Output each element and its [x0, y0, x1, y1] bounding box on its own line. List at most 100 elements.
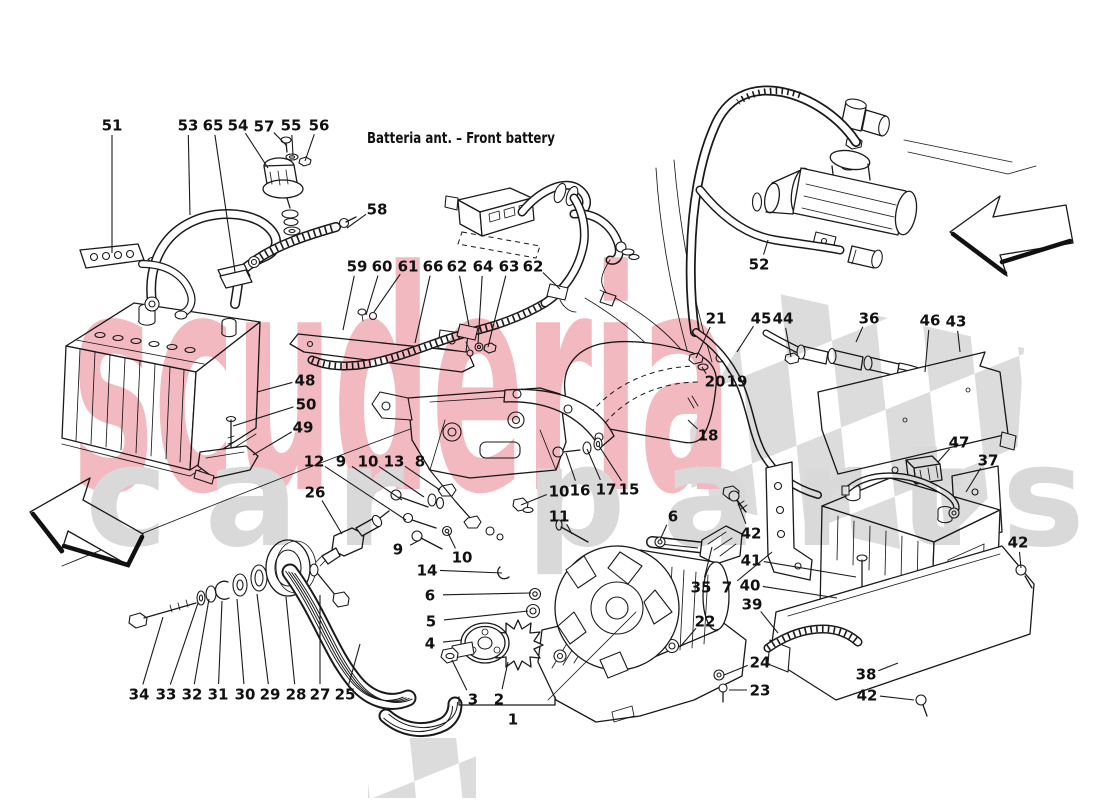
part-label-43[interactable]: 43: [946, 313, 967, 331]
part-label-14[interactable]: 14: [417, 562, 438, 580]
leader-line: [321, 500, 343, 535]
part-label-13[interactable]: 13: [384, 453, 405, 471]
part-label-51[interactable]: 51: [102, 117, 123, 135]
part-label-52[interactable]: 52: [749, 256, 770, 274]
part-label-29[interactable]: 29: [260, 686, 281, 704]
part-label-20[interactable]: 20: [705, 373, 726, 391]
part-label-39[interactable]: 39: [742, 596, 763, 614]
part-label-37[interactable]: 37: [978, 452, 999, 470]
leader-line: [443, 610, 529, 621]
part-label-7[interactable]: 7: [722, 579, 732, 597]
part-label-25[interactable]: 25: [335, 686, 356, 704]
watermark-sub: car parts: [85, 416, 1085, 579]
part-label-63[interactable]: 63: [499, 258, 520, 276]
leader-line: [348, 643, 361, 685]
part-label-36[interactable]: 36: [859, 310, 880, 328]
part-label-23[interactable]: 23: [750, 682, 771, 700]
part-label-64[interactable]: 64: [473, 258, 494, 276]
watermark-stripes-small: [368, 738, 476, 798]
part-label-53[interactable]: 53: [178, 117, 199, 135]
part-label-42[interactable]: 42: [741, 525, 762, 543]
leader-line: [373, 273, 401, 313]
part-label-24[interactable]: 24: [750, 654, 771, 672]
leader-line: [404, 465, 441, 491]
part-label-42[interactable]: 42: [1008, 534, 1029, 552]
part-label-6[interactable]: 6: [668, 508, 678, 526]
part-label-10[interactable]: 10: [452, 549, 473, 567]
part-label-62[interactable]: 62: [523, 258, 544, 276]
part-label-18[interactable]: 18: [698, 427, 719, 445]
part-label-2[interactable]: 2: [494, 691, 504, 709]
part-label-5[interactable]: 5: [426, 613, 436, 631]
part-label-57[interactable]: 57: [254, 118, 275, 136]
part-label-1[interactable]: 1: [508, 711, 518, 729]
leader-line: [442, 592, 532, 596]
leader-line: [957, 330, 961, 353]
part-label-3[interactable]: 3: [468, 691, 478, 709]
part-label-65[interactable]: 65: [203, 117, 224, 135]
part-label-48[interactable]: 48: [295, 372, 316, 390]
part-label-38[interactable]: 38: [856, 666, 877, 684]
leader-line: [273, 132, 288, 147]
part-label-19[interactable]: 19: [727, 373, 748, 391]
part-label-9[interactable]: 9: [393, 541, 403, 559]
leader-line: [442, 639, 463, 643]
part-label-31[interactable]: 31: [208, 686, 229, 704]
part-label-4[interactable]: 4: [425, 635, 435, 653]
part-label-21[interactable]: 21: [706, 310, 727, 328]
leader-line: [687, 419, 698, 430]
part-label-12[interactable]: 12: [304, 453, 325, 471]
leader-line: [679, 627, 697, 648]
part-label-40[interactable]: 40: [740, 577, 761, 595]
engine-bracket: [371, 387, 615, 543]
part-label-59[interactable]: 59: [347, 258, 368, 276]
part-label-34[interactable]: 34: [129, 686, 150, 704]
cable-loom: [517, 180, 640, 307]
part-label-10[interactable]: 10: [358, 453, 379, 471]
part-label-50[interactable]: 50: [296, 396, 317, 414]
temp-sensor: [315, 510, 390, 567]
leader-line: [879, 695, 915, 701]
part-label-42[interactable]: 42: [857, 687, 878, 705]
part-label-30[interactable]: 30: [235, 686, 256, 704]
part-label-10[interactable]: 10: [549, 483, 570, 501]
part-label-17[interactable]: 17: [596, 481, 617, 499]
part-label-32[interactable]: 32: [182, 686, 203, 704]
part-label-22[interactable]: 22: [695, 613, 716, 631]
part-label-55[interactable]: 55: [281, 117, 302, 135]
part-label-49[interactable]: 49: [293, 419, 314, 437]
part-label-44[interactable]: 44: [773, 310, 794, 328]
part-label-6[interactable]: 6: [425, 587, 435, 605]
part-label-66[interactable]: 66: [423, 258, 444, 276]
starter-cable: [685, 85, 883, 337]
part-label-35[interactable]: 35: [691, 579, 712, 597]
part-label-56[interactable]: 56: [309, 117, 330, 135]
leader-line: [459, 275, 470, 327]
part-label-58[interactable]: 58: [367, 201, 388, 219]
part-label-41[interactable]: 41: [741, 552, 762, 570]
part-label-16[interactable]: 16: [570, 482, 591, 500]
part-label-28[interactable]: 28: [286, 686, 307, 704]
part-label-54[interactable]: 54: [228, 117, 249, 135]
part-label-26[interactable]: 26: [305, 484, 326, 502]
diagram-title: Batteria ant. – Front battery: [367, 129, 555, 147]
leader-line: [365, 275, 379, 316]
part-label-47[interactable]: 47: [949, 434, 970, 452]
part-label-15[interactable]: 15: [619, 481, 640, 499]
group-bracket: [458, 611, 637, 706]
leader-line: [351, 465, 403, 501]
leader-line: [252, 431, 292, 456]
part-label-61[interactable]: 61: [398, 258, 419, 276]
part-label-11[interactable]: 11: [549, 508, 570, 526]
part-label-60[interactable]: 60: [372, 258, 393, 276]
part-label-8[interactable]: 8: [415, 453, 425, 471]
part-label-46[interactable]: 46: [920, 312, 941, 330]
part-label-62[interactable]: 62: [447, 258, 468, 276]
leader-line: [598, 445, 623, 482]
part-label-33[interactable]: 33: [156, 686, 177, 704]
part-label-9[interactable]: 9: [336, 453, 346, 471]
watermark-brand: scuderia: [72, 206, 732, 561]
part-label-27[interactable]: 27: [310, 686, 331, 704]
leader-line: [785, 327, 792, 358]
part-label-45[interactable]: 45: [751, 310, 772, 328]
